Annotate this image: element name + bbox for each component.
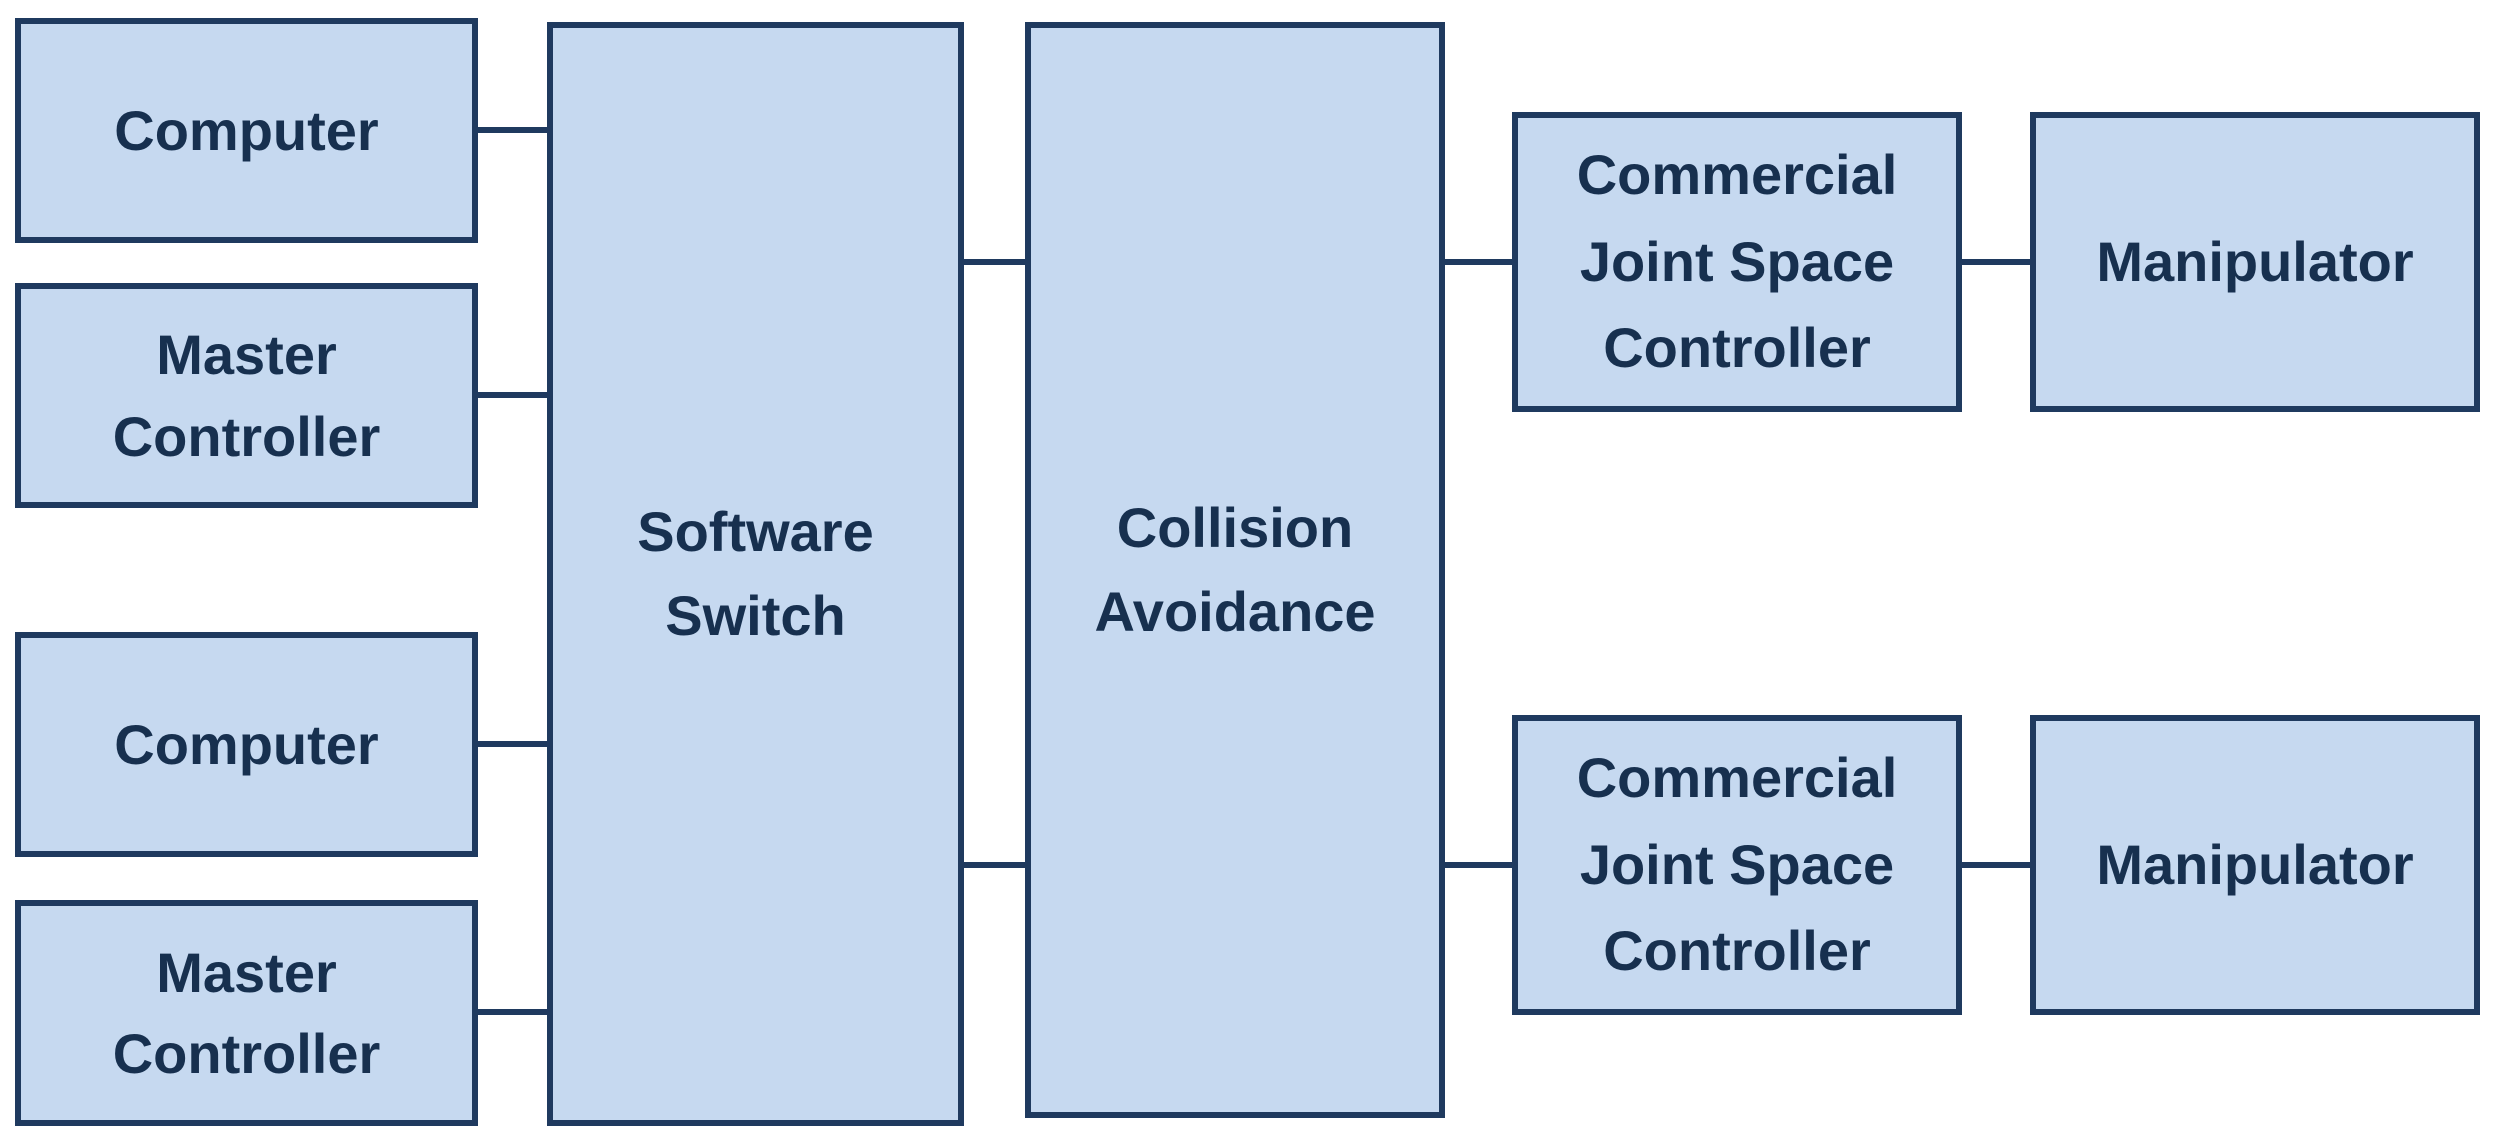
node-joint-controller-top-line1: Commercial xyxy=(1576,142,1898,206)
node-computer-bottom: Computer xyxy=(15,632,478,857)
node-joint-controller-bottom-line2: Joint Space xyxy=(1579,832,1895,896)
node-computer-bottom-label: Computer xyxy=(114,712,379,776)
node-software-switch-line2: Switch xyxy=(665,584,846,647)
node-joint-controller-top: Commercial Joint Space Controller xyxy=(1512,112,1962,412)
node-manipulator-top: Manipulator xyxy=(2030,112,2480,412)
node-software-switch: Software Switch xyxy=(547,22,964,1126)
node-joint-controller-bottom-line1: Commercial xyxy=(1576,745,1898,809)
node-master-controller-bottom: Master Controller xyxy=(15,900,478,1126)
node-joint-controller-bottom-line3: Controller xyxy=(1603,919,1871,983)
node-computer-top-label: Computer xyxy=(114,98,379,162)
node-master-controller-top-line1: Master xyxy=(156,323,337,387)
node-master-controller-bottom-line1: Master xyxy=(156,940,337,1004)
node-manipulator-bottom-label: Manipulator xyxy=(2096,833,2414,897)
node-master-controller-bottom-line2: Controller xyxy=(112,1022,381,1085)
node-collision-avoidance-line1: Collision xyxy=(1116,496,1354,559)
node-joint-controller-top-line2: Joint Space xyxy=(1579,229,1895,293)
node-software-switch-line1: Software xyxy=(637,500,874,563)
node-collision-avoidance: Collision Avoidance xyxy=(1025,22,1445,1118)
node-manipulator-top-label: Manipulator xyxy=(2096,230,2414,294)
node-computer-top: Computer xyxy=(15,18,478,243)
node-master-controller-top-line2: Controller xyxy=(112,404,381,468)
node-joint-controller-top-line3: Controller xyxy=(1603,316,1871,380)
node-collision-avoidance-line2: Avoidance xyxy=(1094,580,1376,643)
node-manipulator-bottom: Manipulator xyxy=(2030,715,2480,1015)
node-master-controller-top: Master Controller xyxy=(15,283,478,508)
node-joint-controller-bottom: Commercial Joint Space Controller xyxy=(1512,715,1962,1015)
